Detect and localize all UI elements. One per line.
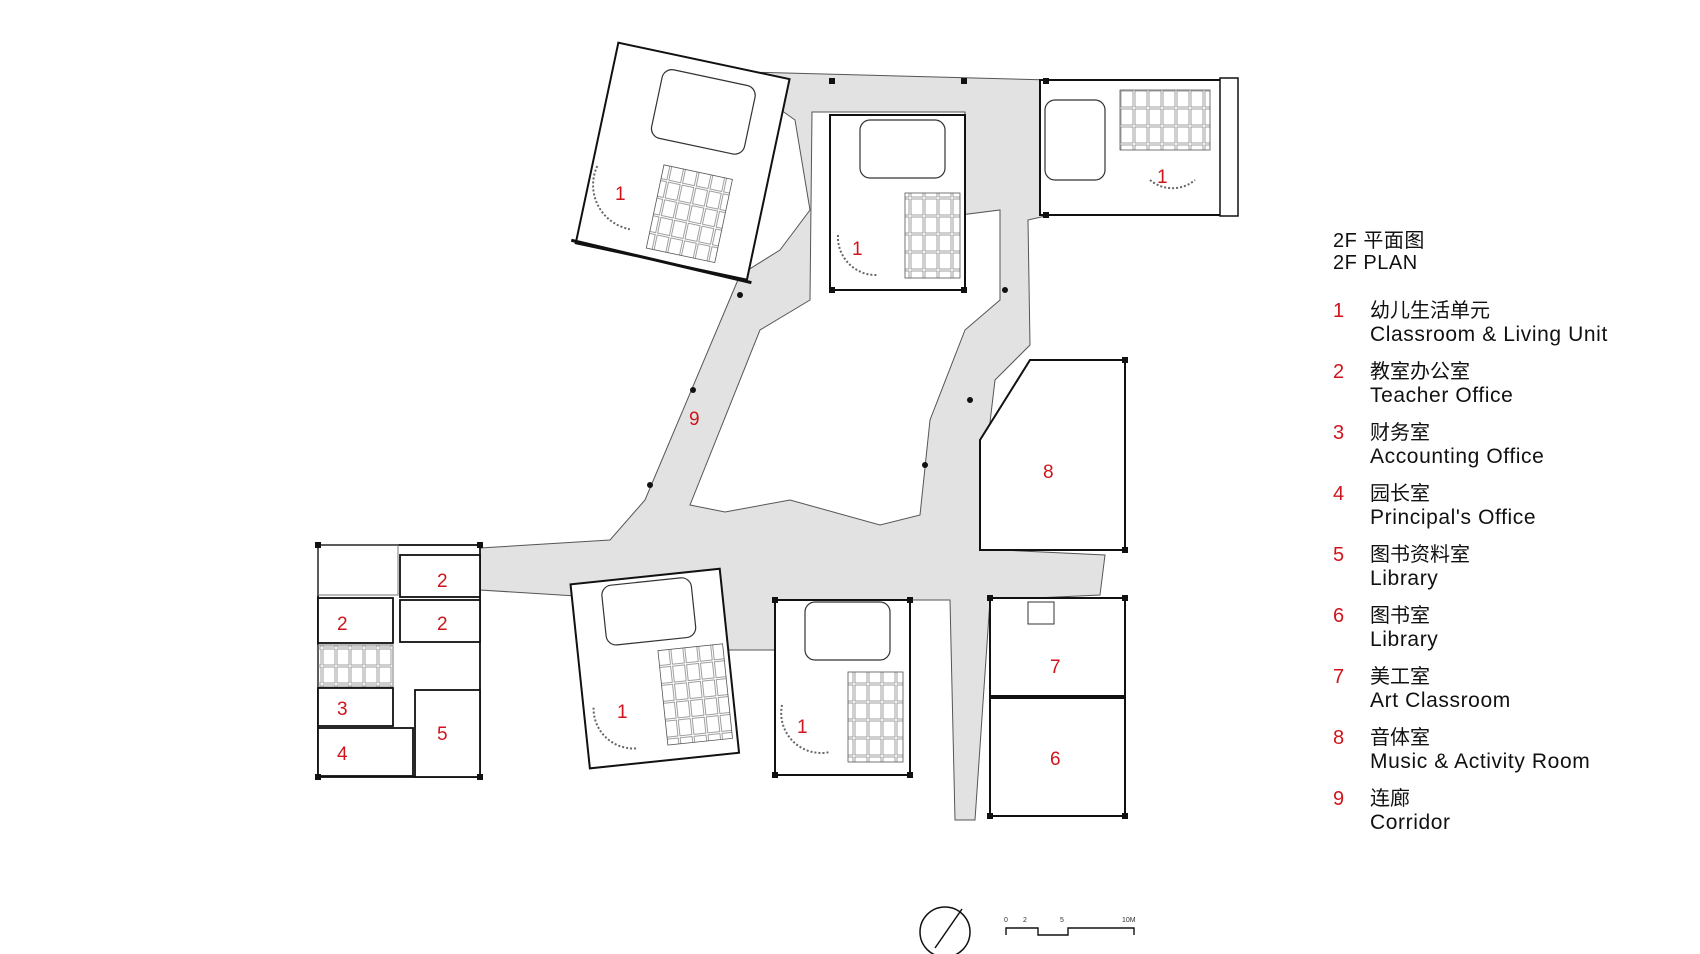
scale-bar-icon: 0 2 5 10M (1004, 917, 1136, 936)
scale-label-5: 5 (1060, 917, 1064, 924)
room-label-unit-s: 1 (797, 717, 808, 738)
legend-item-label-en: Accounting Office (1370, 445, 1545, 468)
unit-sw (569, 567, 741, 770)
structural-columns (315, 78, 1128, 819)
legend-item-label-en: Art Classroom (1370, 689, 1511, 712)
room-label-office-a: 2 (437, 571, 448, 592)
legend-item-label-en: Corridor (1370, 811, 1451, 834)
unit-s (774, 599, 911, 776)
legend-item-label-zh: 图书资料室 (1370, 544, 1470, 566)
legend-item-label-zh: 音体室 (1370, 727, 1430, 749)
room-label-unit-nw: 1 (615, 184, 626, 205)
room-label-office-b: 2 (337, 614, 348, 635)
room-label-music: 8 (1043, 462, 1054, 483)
room-label-library: 6 (1050, 749, 1061, 770)
scale-label-10m: 10M (1122, 917, 1136, 924)
legend-item-label-en: Music & Activity Room (1370, 750, 1591, 773)
legend-item-label-zh: 财务室 (1370, 422, 1430, 444)
legend-title-zh: 2F 平面图 (1333, 230, 1425, 252)
room-label-unit-ne: 1 (1157, 167, 1168, 188)
legend-item-label-zh: 图书室 (1370, 605, 1430, 627)
legend-item-number: 5 (1333, 544, 1345, 566)
room-label-principal: 4 (337, 744, 348, 765)
legend-title-en: 2F PLAN (1333, 252, 1418, 274)
room-label-accounting: 3 (337, 699, 348, 720)
legend-item-number: 3 (1333, 422, 1345, 444)
legend-item-label-en: Teacher Office (1370, 384, 1514, 407)
legend-item-number: 6 (1333, 605, 1345, 627)
room-label-unit-sw: 1 (617, 702, 628, 723)
legend-item-label-zh: 连廊 (1370, 788, 1410, 810)
office-block-west (317, 544, 481, 778)
legend-item-number: 2 (1333, 361, 1345, 383)
music-room (979, 359, 1126, 551)
legend-item-number: 7 (1333, 666, 1345, 688)
legend-item-label-en: Classroom & Living Unit (1370, 323, 1608, 346)
scale-label-0: 0 (1004, 917, 1008, 924)
legend-item-label-zh: 园长室 (1370, 483, 1430, 505)
scale-label-2: 2 (1023, 917, 1027, 924)
legend-item-label-en: Principal's Office (1370, 506, 1537, 529)
room-label-office-c: 2 (437, 614, 448, 635)
legend-item-label-en: Library (1370, 628, 1439, 651)
legend-item-number: 8 (1333, 727, 1345, 749)
legend-item-label-zh: 教室办公室 (1370, 361, 1470, 383)
room-label-corridor: 9 (689, 409, 700, 430)
legend-item-number: 1 (1333, 300, 1345, 322)
legend-item-label-zh: 幼儿生活单元 (1370, 300, 1490, 322)
legend-item-label-zh: 美工室 (1370, 666, 1430, 688)
legend-item-number: 4 (1333, 483, 1345, 505)
room-label-art: 7 (1050, 657, 1061, 678)
north-arrow-icon (919, 906, 971, 954)
room-label-library-small: 5 (437, 724, 448, 745)
room-label-unit-n: 1 (852, 239, 863, 260)
legend-item-number: 9 (1333, 788, 1345, 810)
unit-n (829, 114, 966, 291)
legend-item-label-en: Library (1370, 567, 1439, 590)
unit-nw (570, 41, 791, 285)
art-library-block (989, 597, 1126, 817)
unit-ne (1039, 77, 1239, 217)
